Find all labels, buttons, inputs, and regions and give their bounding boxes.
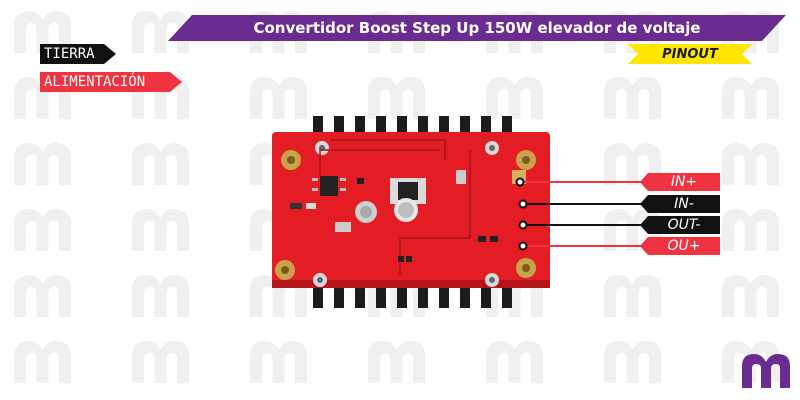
heatsink-fin <box>355 116 365 138</box>
heatsink-fin <box>418 284 428 308</box>
pinout-text: PINOUT <box>662 46 718 62</box>
m-logo-icon <box>742 354 790 388</box>
heatsink-fin <box>313 116 323 138</box>
mounting-holes <box>275 141 536 287</box>
pin-wires <box>515 177 648 251</box>
heatsink-fin <box>355 284 365 308</box>
heatsink-fin <box>334 284 344 308</box>
heatsink-fin <box>481 284 491 308</box>
heatsink-fin <box>313 284 323 308</box>
heatsink-fin <box>418 116 428 138</box>
heatsink-fin <box>502 284 512 308</box>
legend-tierra-label: TIERRA <box>44 46 95 62</box>
pin-terminal-dot <box>518 241 528 251</box>
pin-label-out-plus: OU+ <box>640 237 720 255</box>
pin-terminal-dot <box>515 177 525 187</box>
pinout-tag: PINOUT <box>628 44 752 64</box>
pcb-shade <box>272 280 550 288</box>
heatsink-fin <box>439 116 449 138</box>
smd-components <box>290 170 526 262</box>
legend-alimentacion: ALIMENTACIÓN <box>40 72 182 92</box>
legend-tierra: TIERRA <box>40 44 116 64</box>
pin-label-in-plus: IN+ <box>640 173 720 191</box>
heatsink-fin <box>397 284 407 308</box>
title-text: Convertidor Boost Step Up 150W elevador … <box>253 19 701 37</box>
heatsink-fin <box>376 116 386 138</box>
capacitors <box>355 198 418 223</box>
heatsink-fins-top <box>313 116 512 138</box>
heatsink-fin <box>397 116 407 138</box>
legend-alimentacion-label: ALIMENTACIÓN <box>44 74 146 90</box>
heatsink-fin <box>460 284 470 308</box>
heatsink-fin <box>376 284 386 308</box>
pin-label-out-minus: OUT- <box>640 216 720 234</box>
pin-terminal-dot <box>518 199 528 209</box>
heatsink-fin <box>439 284 449 308</box>
pcb-traces <box>319 139 471 275</box>
heatsink-fin <box>334 116 344 138</box>
title-banner: Convertidor Boost Step Up 150W elevador … <box>168 15 786 41</box>
heatsink-fin <box>481 116 491 138</box>
pin-label-in-minus: IN- <box>640 195 720 213</box>
heatsink-fin <box>460 116 470 138</box>
heatsink-fin <box>502 116 512 138</box>
heatsink-fins-bottom <box>313 284 512 308</box>
pin-terminal-dot <box>518 220 528 230</box>
